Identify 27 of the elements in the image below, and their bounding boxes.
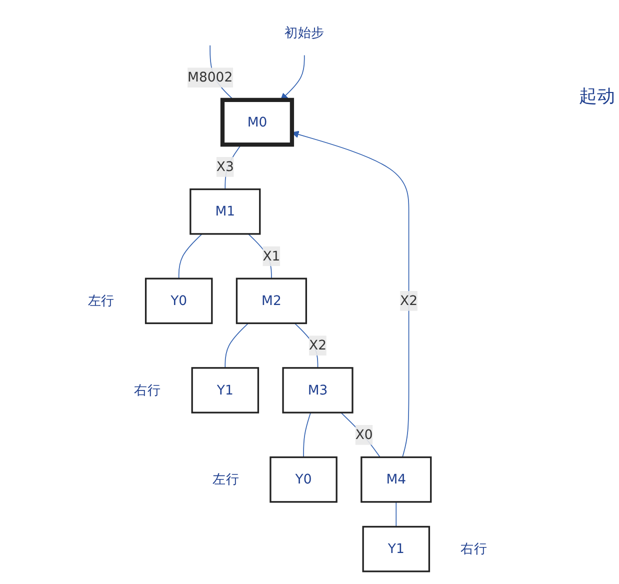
node-text: 初始步 bbox=[284, 24, 324, 40]
node-box: Y0 bbox=[270, 456, 338, 503]
node-label: 右行 bbox=[134, 382, 161, 398]
edge-label: X2 bbox=[400, 292, 418, 308]
node-box: M2 bbox=[236, 278, 308, 324]
node-box: Y0 bbox=[144, 278, 213, 324]
connector bbox=[178, 234, 202, 279]
arrow bbox=[292, 130, 410, 458]
edge-label: X3 bbox=[216, 158, 234, 174]
node-label: 右行 bbox=[460, 540, 488, 556]
node-label: 左行 bbox=[212, 471, 240, 488]
connector bbox=[340, 412, 381, 458]
connector bbox=[224, 322, 249, 368]
node-box: Y1 bbox=[191, 367, 260, 414]
connector bbox=[303, 412, 312, 458]
node-box: M1 bbox=[190, 188, 261, 235]
edge-label: X2 bbox=[309, 337, 327, 354]
edge-label: X0 bbox=[355, 426, 373, 442]
connector bbox=[396, 502, 397, 528]
node-box: M3 bbox=[282, 367, 354, 414]
edge-label: M8002 bbox=[188, 69, 233, 86]
note-text: 起动 bbox=[579, 85, 615, 108]
node-label: 左行 bbox=[88, 292, 114, 308]
node-box: M0 bbox=[220, 98, 294, 147]
edge-label: X1 bbox=[262, 248, 280, 264]
node-box: Y1 bbox=[362, 526, 430, 572]
node-box: M4 bbox=[360, 456, 432, 503]
